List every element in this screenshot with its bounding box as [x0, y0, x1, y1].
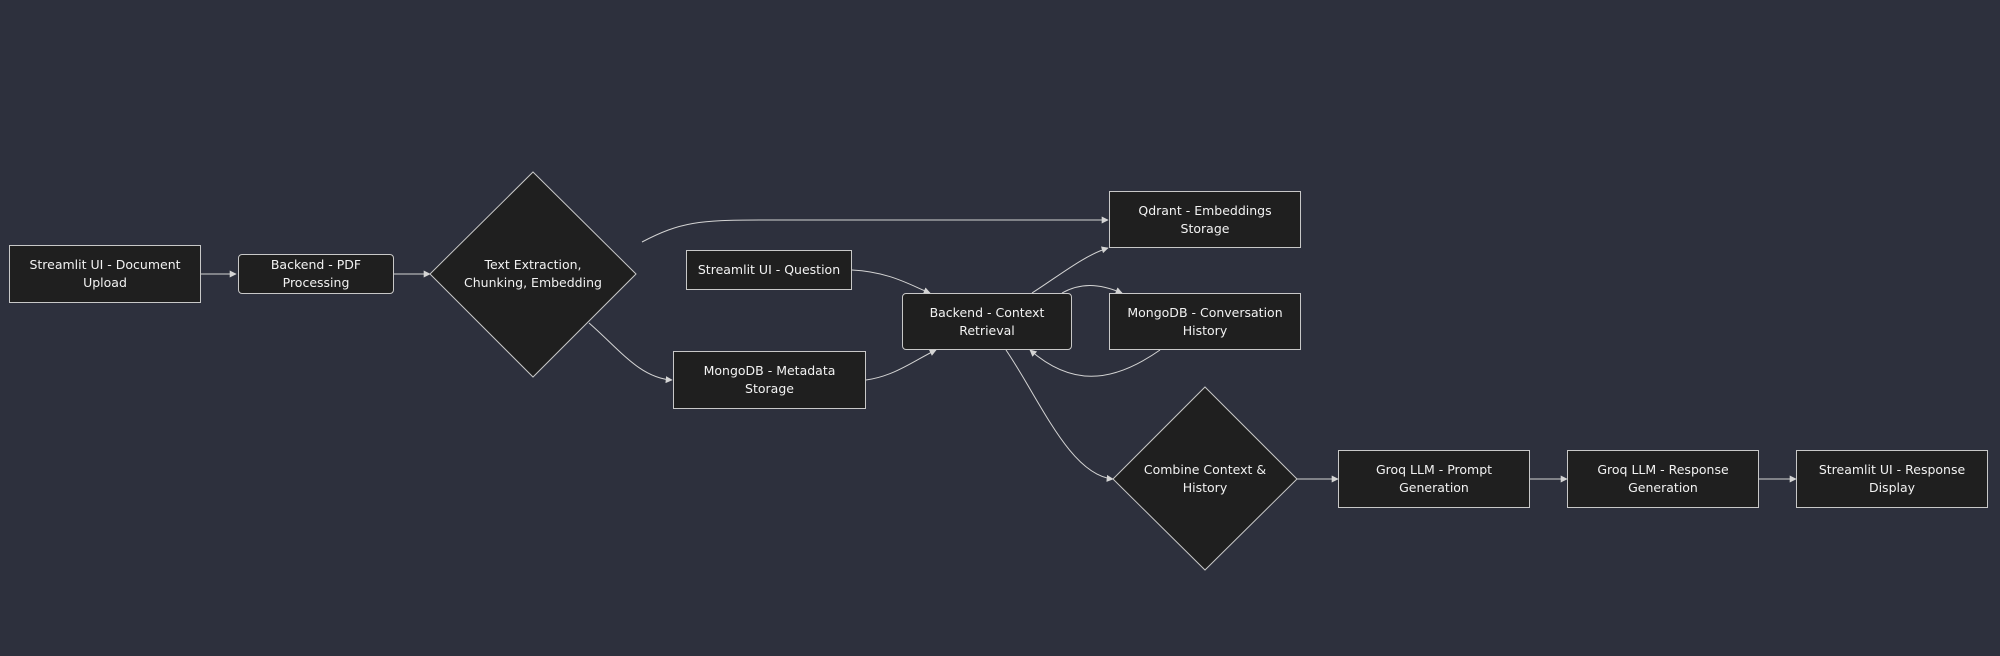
- node-context-retrieval: Backend - Context Retrieval: [902, 293, 1072, 350]
- node-response-generation-label: Groq LLM - Response Generation: [1597, 462, 1729, 495]
- edge-retrieval-to-combine: [1005, 349, 1114, 482]
- edge-metadata-to-retrieval: [865, 349, 937, 381]
- decision-shape-extract: [429, 171, 637, 378]
- node-conversation-history-label: MongoDB - Conversation History: [1127, 304, 1283, 338]
- edge-retrieval-to-conversation: [1061, 285, 1123, 294]
- node-metadata-storage-label: MongoDB - Metadata Storage: [703, 363, 836, 396]
- edge-extract-to-qdrant: [641, 216, 1109, 243]
- node-text-extraction-label: Text Extraction, Chunking, Embedding: [464, 257, 602, 290]
- node-combine-context: Combine Context & History: [1125, 462, 1285, 495]
- node-upload: Streamlit UI - Document Upload: [9, 245, 201, 303]
- node-text-extraction: Text Extraction, Chunking, Embedding: [453, 244, 613, 304]
- node-qdrant-storage: Qdrant - Embeddings Storage: [1109, 191, 1301, 248]
- node-conversation-history: MongoDB - Conversation History: [1109, 293, 1301, 350]
- decision-shape-combine: [1112, 386, 1298, 571]
- node-prompt-generation-label: Groq LLM - Prompt Generation: [1375, 462, 1493, 495]
- node-question: Streamlit UI - Question: [686, 250, 852, 290]
- node-prompt-generation: Groq LLM - Prompt Generation: [1338, 450, 1530, 508]
- edge-retrieval-to-qdrant: [1031, 246, 1109, 294]
- node-context-retrieval-label: Backend - Context Retrieval: [929, 304, 1045, 338]
- node-response-display-label: Streamlit UI - Response Display: [1818, 462, 1966, 495]
- node-upload-label: Streamlit UI - Document Upload: [29, 257, 181, 290]
- node-metadata-storage: MongoDB - Metadata Storage: [673, 351, 866, 409]
- edge-question-to-retrieval: [851, 269, 931, 294]
- node-response-display: Streamlit UI - Response Display: [1796, 450, 1988, 508]
- edge-extract-to-metadata: [588, 322, 673, 384]
- node-pdf-processing-label: Backend - PDF Processing: [270, 257, 362, 290]
- node-question-label: Streamlit UI - Question: [697, 262, 841, 277]
- node-qdrant-storage-label: Qdrant - Embeddings Storage: [1138, 202, 1272, 236]
- node-response-generation: Groq LLM - Response Generation: [1567, 450, 1759, 508]
- edge-conversation-to-retrieval: [1029, 349, 1161, 377]
- node-combine-context-label: Combine Context & History: [1143, 462, 1267, 495]
- node-pdf-processing: Backend - PDF Processing: [238, 254, 394, 294]
